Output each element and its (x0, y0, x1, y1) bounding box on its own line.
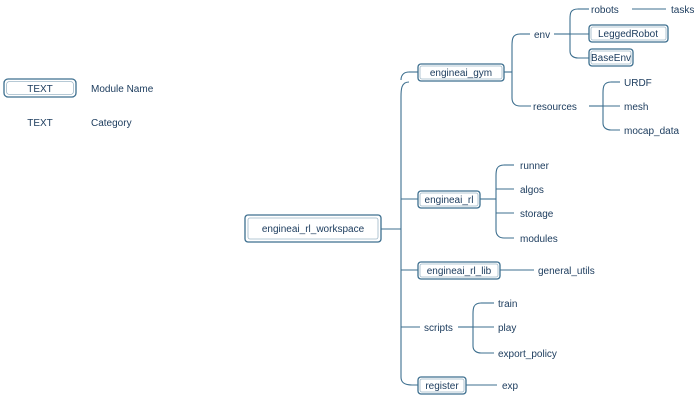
runner-label: runner (520, 161, 550, 172)
play-label: play (498, 323, 516, 334)
env-trunk (569, 8, 589, 59)
leggedrobot-label: LeggedRobot (598, 29, 658, 40)
tasks-label: tasks (671, 5, 694, 16)
legend-module-box (3, 78, 77, 98)
node-register: register (417, 376, 467, 395)
gym-label: engineai_gym (430, 68, 492, 79)
baseenv-label: BaseEnv (591, 53, 631, 64)
connectors (381, 8, 666, 386)
train-label: train (498, 299, 517, 310)
node-engineai-rl-lib: engineai_rl_lib (417, 261, 501, 280)
legend-module-box-inner (6, 81, 74, 95)
node-engineai-rl: engineai_rl (417, 190, 481, 209)
algos-label: algos (520, 185, 544, 196)
storage-label: storage (520, 209, 554, 220)
general-utils-label: general_utils (538, 266, 595, 277)
mesh-label: mesh (624, 102, 648, 113)
rllib-label: engineai_rl_lib (427, 266, 492, 277)
node-engineai-gym: engineai_gym (417, 63, 505, 82)
legend-module-label: Module Name (91, 84, 154, 95)
modules-label: modules (520, 234, 558, 245)
legend-category-label: Category (91, 118, 132, 129)
resources-trunk (602, 81, 620, 131)
export-policy-label: export_policy (498, 349, 557, 360)
category-labels: env robots tasks resources URDF mesh moc… (424, 5, 694, 392)
branch-gym-curve (400, 71, 410, 81)
legend-module-sample: TEXT (27, 84, 53, 95)
scripts-label: scripts (424, 323, 453, 334)
resources-label: resources (533, 102, 577, 113)
register-label: register (425, 381, 459, 392)
urdf-label: URDF (624, 78, 652, 89)
legend-category-sample: TEXT (27, 118, 53, 129)
scripts-trunk (472, 302, 494, 354)
main-trunk (400, 81, 418, 386)
root-label: engineai_rl_workspace (262, 224, 365, 235)
rl-label: engineai_rl (425, 195, 474, 206)
mocap-data-label: mocap_data (624, 126, 679, 137)
robots-label: robots (591, 5, 619, 16)
rl-trunk (495, 164, 514, 239)
exp-label: exp (502, 381, 519, 392)
gym-trunk (511, 33, 531, 107)
node-baseenv: BaseEnv (588, 48, 634, 67)
env-label: env (534, 30, 550, 41)
node-leggedrobot: LeggedRobot (588, 24, 669, 43)
legend: TEXT Module Name TEXT Category (3, 78, 154, 129)
node-root: engineai_rl_workspace (244, 214, 382, 243)
